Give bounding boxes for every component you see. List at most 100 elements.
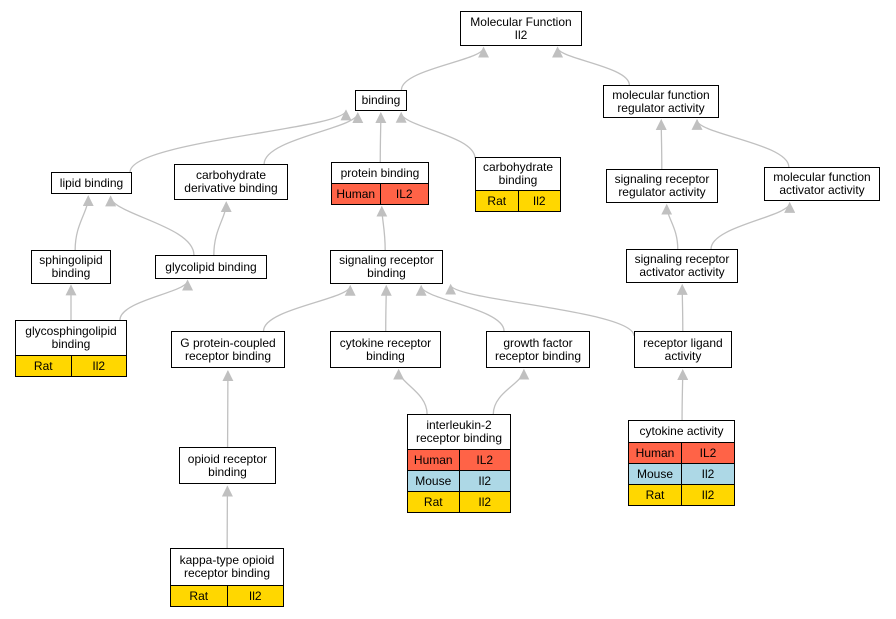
species-cell: Human [413,452,453,467]
term-label-line: growth factor [503,335,573,350]
term-label-line: sphingolipid [39,253,103,267]
term-label-line: binding [51,266,91,280]
go-term-lipid-binding[interactable]: lipid binding [51,172,132,194]
annotation-row-rat: Rat Il2 [408,491,510,512]
species-cell: Rat [33,358,53,373]
edge-carb-binding-to-binding [395,111,476,159]
term-label-line: derivative binding [184,181,278,195]
species-cell: Human [635,445,675,460]
edge-il2-rec-binding-to-growth-factor-rec-binding [492,368,530,415]
term-label-line: interleukin-2 [426,418,492,432]
edge-growth-factor-rec-binding-to-sig-rec-binding [415,284,505,332]
edge-glycolipid-binding-to-carb-deriv-binding [213,201,232,256]
edge-cytokine-activity-to-rec-ligand-activity [677,368,689,421]
gene-cell: IL2 [379,184,429,204]
edge-rec-ligand-activity-to-sig-rec-binding [445,283,635,337]
edge-binding-to-mf-il2 [400,46,489,91]
term-label-line: glycolipid binding [165,259,257,274]
term-label-line: Il2 [514,27,528,42]
term-label-line: G protein-coupled [180,335,276,350]
term-label-line: binding [51,337,91,351]
term-label-line: activity [664,348,702,363]
term-label-line: regulator activity [618,185,706,199]
edge-sig-rec-activator-to-mf-activator [710,201,796,250]
term-label-line: binding [498,173,538,187]
species-cell: Mouse [415,473,452,488]
term-label: cytokine activity [629,421,734,442]
edge-cytokine-rec-binding-to-sig-rec-binding [380,284,392,332]
gene-cell: IL2 [458,450,511,470]
gene-cell: Il2 [681,464,734,484]
species-cell: Rat [423,494,443,509]
gene-cell: Il2 [681,485,734,505]
species-cell: Rat [487,193,507,208]
term-label-line: molecular function [773,170,871,184]
term-label: lipid binding [52,173,131,193]
edge-mf-activator-to-mf-regulator [691,118,790,168]
annotation-row-rat: Rat Il2 [16,355,126,376]
edge-il2-rec-binding-to-cytokine-rec-binding [393,368,428,415]
term-label-line: receptor ligand [643,335,723,350]
edge-sphingolipid-binding-to-lipid-binding [74,195,94,251]
term-label-line: regulator activity [617,100,705,115]
edge-gpcr-binding-to-sig-rec-binding [262,284,356,332]
gene-cell: Il2 [458,471,511,491]
gene-cell: Il2 [458,492,511,512]
term-label-line: signaling receptor [339,253,434,267]
edge-lipid-binding-to-binding [129,109,352,173]
edge-carb-deriv-binding-to-binding [263,112,364,165]
gene-cell: Il2 [70,356,127,376]
term-label-line: molecular function [612,87,710,102]
species-cell: Human [336,186,376,201]
term-label-line: lipid binding [59,175,124,190]
term-label-line: carbohydrate [195,168,267,182]
go-term-binding[interactable]: binding [355,90,407,111]
go-term-glycolipid-binding[interactable]: glycolipid binding [155,255,267,279]
species-cell: Rat [189,588,209,603]
term-label: glycolipid binding [156,256,266,278]
annotation-row-human: Human IL2 [408,449,510,470]
term-label-line: receptor binding [494,348,582,363]
term-label-line: glycosphingolipid [25,324,117,338]
term-label-line: receptor binding [183,566,271,580]
term-label-line: binding [361,93,401,107]
